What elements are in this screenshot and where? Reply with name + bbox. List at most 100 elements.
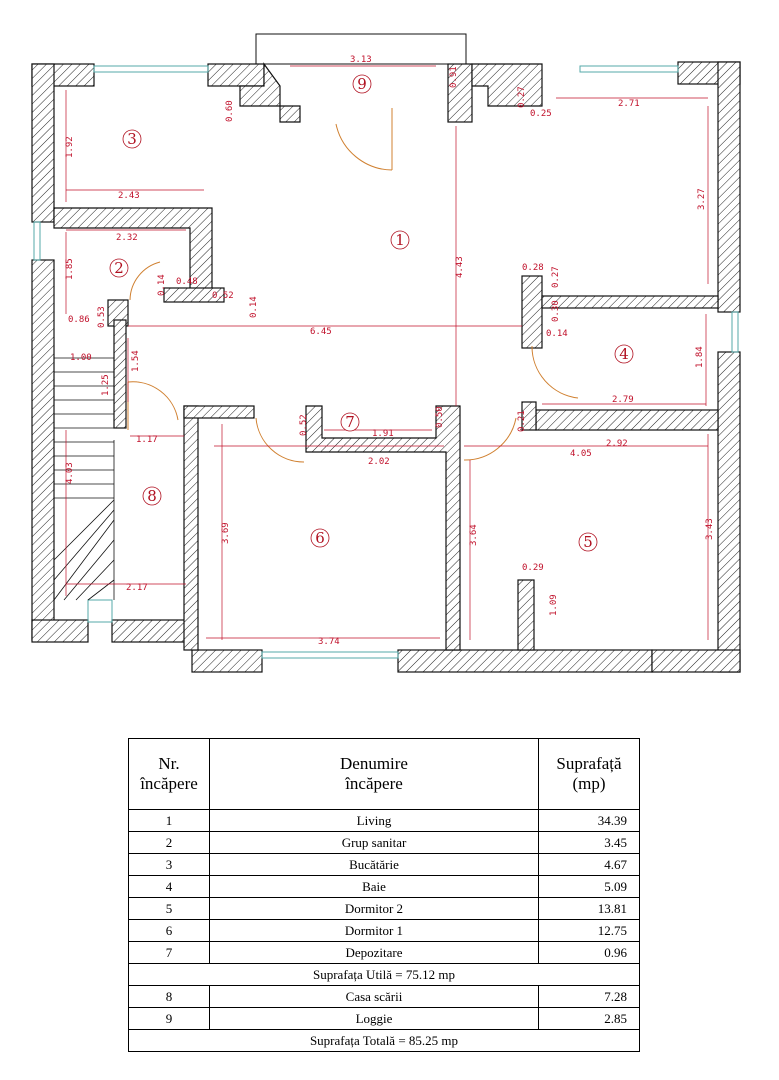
room-label-6: 6	[315, 529, 325, 547]
dim-text: 4.43	[455, 256, 465, 278]
dim-text: 1.54	[131, 350, 141, 372]
wall-stub-b	[521, 401, 537, 431]
dim-text: 0.29	[522, 563, 544, 573]
cell-area: 34.39	[538, 809, 640, 832]
walls	[31, 61, 741, 673]
cell-name: Loggie	[209, 1007, 539, 1030]
dim-text: 1.84	[695, 346, 705, 368]
dim-text: 2.71	[618, 99, 640, 109]
dim-text: 0.27	[551, 266, 561, 288]
cell-nr: 1	[128, 809, 210, 832]
room-9-circle	[352, 74, 372, 94]
dim-text: 0.50	[435, 406, 445, 428]
wall-right-upper	[717, 61, 741, 313]
cell-nr: 7	[128, 941, 210, 964]
room-3-circle	[122, 129, 142, 149]
cell-area: 3.45	[538, 831, 640, 854]
cell-nr: 2	[128, 831, 210, 854]
dim-text: 2.92	[606, 439, 628, 449]
dim-text: 0.27	[517, 86, 527, 108]
floor-plan: 9 3 1 2 4 7 8 6 5 3.13 0.91 0.60 0.27 0.…	[31, 33, 741, 673]
dim-text: 4.03	[65, 462, 75, 484]
dim-text: 2.43	[118, 191, 140, 201]
dim-text: 2.17	[126, 583, 148, 593]
wall-bottom-mid-b	[397, 649, 653, 673]
wall-bottom-left-b	[111, 619, 193, 643]
wall-bath4-left	[521, 275, 543, 349]
dim-text: 0.86	[68, 315, 90, 325]
room-label-7: 7	[345, 413, 355, 431]
dim-text: 1.85	[65, 258, 75, 280]
dim-text: 0.52	[212, 291, 234, 301]
room-7-circle	[340, 412, 360, 432]
wall-bath4-top	[541, 295, 719, 309]
loggia-frame	[255, 33, 467, 65]
room-label-1: 1	[395, 231, 405, 249]
wall-bottom-left	[31, 619, 89, 643]
room-label-9: 9	[357, 75, 367, 93]
cell-nr: 6	[128, 919, 210, 942]
wall-room6-top	[183, 405, 255, 419]
cell-nr: 4	[128, 875, 210, 898]
dim-text: 0.60	[225, 100, 235, 122]
wall-loggia-left	[239, 62, 301, 123]
dim-text: 0.25	[530, 109, 552, 119]
dim-text: 0.48	[176, 277, 198, 287]
dim-text: 0.21	[517, 410, 527, 432]
subtotal-row: Suprafața Utilă = 75.12 mp	[128, 963, 640, 986]
dim-text: 3.69	[221, 522, 231, 544]
wall-top-right-a	[471, 63, 543, 107]
dim-text: 0.52	[299, 414, 309, 436]
wall-top-mid-left	[207, 63, 265, 87]
cell-area: 4.67	[538, 853, 640, 876]
room-label-3: 3	[127, 130, 137, 148]
windows	[33, 65, 739, 659]
dim-text: 0.14	[546, 329, 568, 339]
header-nr: Nr.încăpere	[128, 738, 210, 810]
dim-text: 3.74	[318, 637, 340, 647]
cell-area: 7.28	[538, 985, 640, 1008]
room-8-circle	[142, 486, 162, 506]
cell-nr: 3	[128, 853, 210, 876]
room-label-8: 8	[147, 487, 157, 505]
room-label-2: 2	[114, 259, 124, 277]
dim-text: 0.30	[551, 300, 561, 322]
dim-text: 3.27	[697, 188, 707, 210]
wall-loggia-right	[447, 63, 473, 123]
dim-text: 2.32	[116, 233, 138, 243]
wall-stair	[113, 319, 127, 429]
room-4-circle	[614, 344, 634, 364]
header-area: Suprafață(mp)	[538, 738, 640, 810]
room-2-circle	[109, 258, 129, 278]
dim-text: 1.09	[549, 594, 559, 616]
room-label-5: 5	[583, 533, 593, 551]
room-label-4: 4	[619, 345, 629, 363]
cell-name: Bucătărie	[209, 853, 539, 876]
dim-text: 3.13	[350, 55, 372, 65]
dim-text: 0.14	[157, 274, 167, 296]
cell-name: Living	[209, 809, 539, 832]
wall-right-lower	[717, 351, 741, 673]
room-numbers	[109, 74, 634, 552]
dim-text: 2.02	[368, 457, 390, 467]
dim-text: 3.64	[469, 524, 479, 546]
dimension-lines	[65, 65, 709, 640]
cell-nr: 9	[128, 1007, 210, 1030]
dim-text: 1.91	[372, 429, 394, 439]
wall-bath-bottom	[163, 287, 225, 303]
cell-name: Grup sanitar	[209, 831, 539, 854]
dim-text: 3.43	[705, 518, 715, 540]
staircase	[53, 357, 115, 601]
cell-area: 13.81	[538, 897, 640, 920]
cell-name: Baie	[209, 875, 539, 898]
cell-area: 2.85	[538, 1007, 640, 1030]
